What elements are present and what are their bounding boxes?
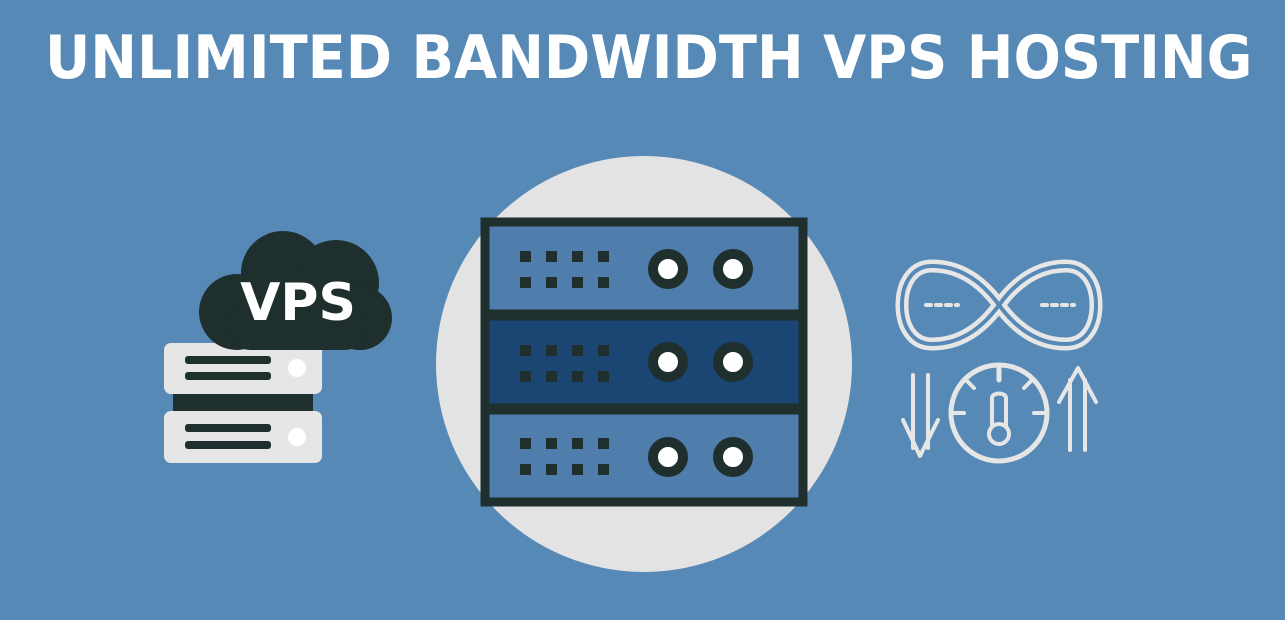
cloud-server-icon: VPS	[164, 231, 392, 463]
speedometer-icon	[948, 362, 1050, 464]
server-rack-icon	[436, 156, 852, 572]
bandwidth-icon	[895, 259, 1103, 464]
rack-unit-3	[480, 405, 808, 507]
upload-arrows-icon	[1057, 366, 1098, 452]
rack-unit-1	[480, 217, 808, 319]
download-arrows-icon	[901, 373, 940, 458]
vps-label: VPS	[240, 273, 356, 333]
infinity-icon	[895, 259, 1103, 351]
server-unit-top	[164, 343, 322, 394]
cloud-icon	[199, 231, 392, 350]
server-spacer	[173, 394, 313, 412]
rack-unit-2	[480, 311, 808, 413]
server-unit-bottom	[164, 411, 322, 463]
page-title: UNLIMITED BANDWIDTH VPS HOSTING	[44, 23, 1253, 93]
